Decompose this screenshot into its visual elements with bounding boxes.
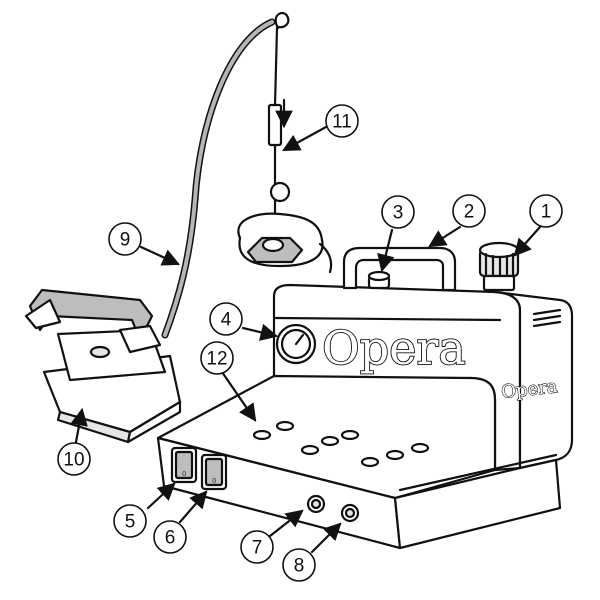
iron-rest-pads <box>252 420 430 468</box>
callout-9: 9 <box>108 222 142 256</box>
hanger-pole-upper <box>273 26 279 107</box>
callout-1: 1 <box>529 194 563 228</box>
iron-knob <box>89 345 111 359</box>
steam-iron <box>24 288 182 444</box>
rest-pad <box>360 456 380 468</box>
rest-pad <box>410 442 430 454</box>
callout-3: 3 <box>381 195 415 229</box>
hanger-ring <box>269 181 291 203</box>
rest-pad <box>275 420 295 432</box>
callout-10: 10 <box>57 442 91 476</box>
carry-handle <box>342 246 457 292</box>
callout-4: 4 <box>209 302 243 336</box>
iron-handle-rest <box>24 298 62 330</box>
indicator-lamp-right <box>340 503 360 523</box>
svg-text:1: 1 <box>541 202 552 223</box>
callout-7: 7 <box>240 530 274 564</box>
svg-text:11: 11 <box>332 112 352 133</box>
side-vent-3 <box>532 320 562 328</box>
rest-pad <box>252 429 272 441</box>
svg-text:6: 6 <box>165 528 176 549</box>
callout-8: 8 <box>282 548 316 582</box>
svg-text:3: 3 <box>393 203 404 224</box>
steam-generator: Opera Opera 0 0 <box>156 241 574 550</box>
svg-text:10: 10 <box>63 450 84 471</box>
switch-left[interactable]: 0 <box>170 446 198 484</box>
svg-text:12: 12 <box>206 349 227 370</box>
rest-pad <box>320 435 340 447</box>
pressure-gauge <box>275 323 317 365</box>
hanger-bubble-tail <box>318 242 333 274</box>
side-vent-1 <box>532 308 562 316</box>
steam-hose <box>161 18 276 339</box>
svg-text:5: 5 <box>125 512 136 533</box>
generator-base-right <box>393 458 562 550</box>
rest-pad <box>300 444 320 456</box>
safety-valve <box>367 270 391 290</box>
hanger-base-nut <box>261 237 285 253</box>
svg-text:4: 4 <box>221 310 232 331</box>
callout-2: 2 <box>452 194 486 228</box>
rest-pad <box>340 429 360 441</box>
iron-soleplate-side <box>126 400 182 444</box>
svg-text:0: 0 <box>182 470 186 478</box>
callout-5: 5 <box>113 504 147 538</box>
callout-11: 11 <box>325 104 359 138</box>
switch-right[interactable]: 0 <box>200 453 228 491</box>
generator-side-panel <box>493 290 574 470</box>
hose-hanger <box>237 11 333 274</box>
iron-hose-connector <box>118 324 162 354</box>
callout-12: 12 <box>200 341 234 375</box>
svg-text:7: 7 <box>252 538 263 559</box>
gauge-needle <box>294 333 305 346</box>
brand-logo: Opera <box>322 321 466 375</box>
callout-leaders <box>70 125 542 554</box>
hanger-hook <box>274 11 290 30</box>
callout-6: 6 <box>153 520 187 554</box>
indicator-lamp-left <box>306 494 326 514</box>
svg-text:2: 2 <box>464 202 475 223</box>
hanger-sleeve <box>267 103 283 147</box>
rest-pad <box>385 449 405 461</box>
base-edge-line <box>398 453 558 492</box>
generator-panel-edge <box>274 316 502 322</box>
filler-cap <box>478 241 520 292</box>
side-vent-2 <box>532 314 562 322</box>
svg-text:8: 8 <box>294 556 305 577</box>
svg-text:9: 9 <box>120 230 131 251</box>
svg-text:0: 0 <box>212 477 216 485</box>
